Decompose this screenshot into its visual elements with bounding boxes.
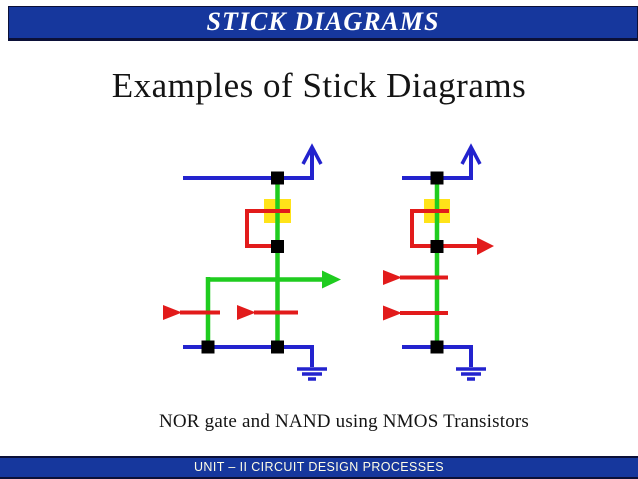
slide-title: STICK DIAGRAMS	[206, 6, 440, 36]
vdd-rail	[183, 150, 314, 180]
gnd-rail	[183, 345, 314, 367]
contact-load	[430, 240, 444, 253]
figure-caption: NOR gate and NAND using NMOS Transistors	[158, 411, 530, 432]
contact-vdd	[430, 171, 444, 185]
load-gate-loop	[245, 209, 290, 248]
vdd-arrow-icon	[460, 143, 482, 165]
input-a-arrow-icon	[163, 305, 182, 320]
contact-gnd-a	[201, 340, 215, 354]
contact-gnd	[430, 340, 444, 354]
page-title: Examples of Stick Diagrams	[111, 66, 527, 105]
gnd-rail	[402, 345, 473, 367]
contact-vdd	[271, 171, 284, 185]
input-b-arrow-icon	[383, 305, 402, 321]
input-a-arrow-icon	[383, 270, 402, 285]
load-gate-loop	[410, 209, 478, 248]
contact-load	[271, 240, 284, 253]
vdd-arrow-icon	[301, 143, 323, 165]
header-bar: STICK DIAGRAMS	[8, 6, 638, 41]
output-arrow-icon	[322, 270, 341, 289]
input-b-arrow-icon	[237, 305, 256, 320]
vdd-rail	[402, 150, 473, 180]
contact-gnd-b	[271, 340, 284, 354]
ground-icon	[297, 367, 327, 381]
output-arrow-icon	[477, 237, 494, 255]
footer-text: UNIT – II CIRCUIT DESIGN PROCESSES	[194, 460, 444, 475]
nand-stick-diagram	[383, 143, 494, 381]
footer-bar: UNIT – II CIRCUIT DESIGN PROCESSES	[0, 456, 638, 479]
ground-icon	[456, 367, 486, 381]
nor-stick-diagram	[163, 143, 341, 381]
